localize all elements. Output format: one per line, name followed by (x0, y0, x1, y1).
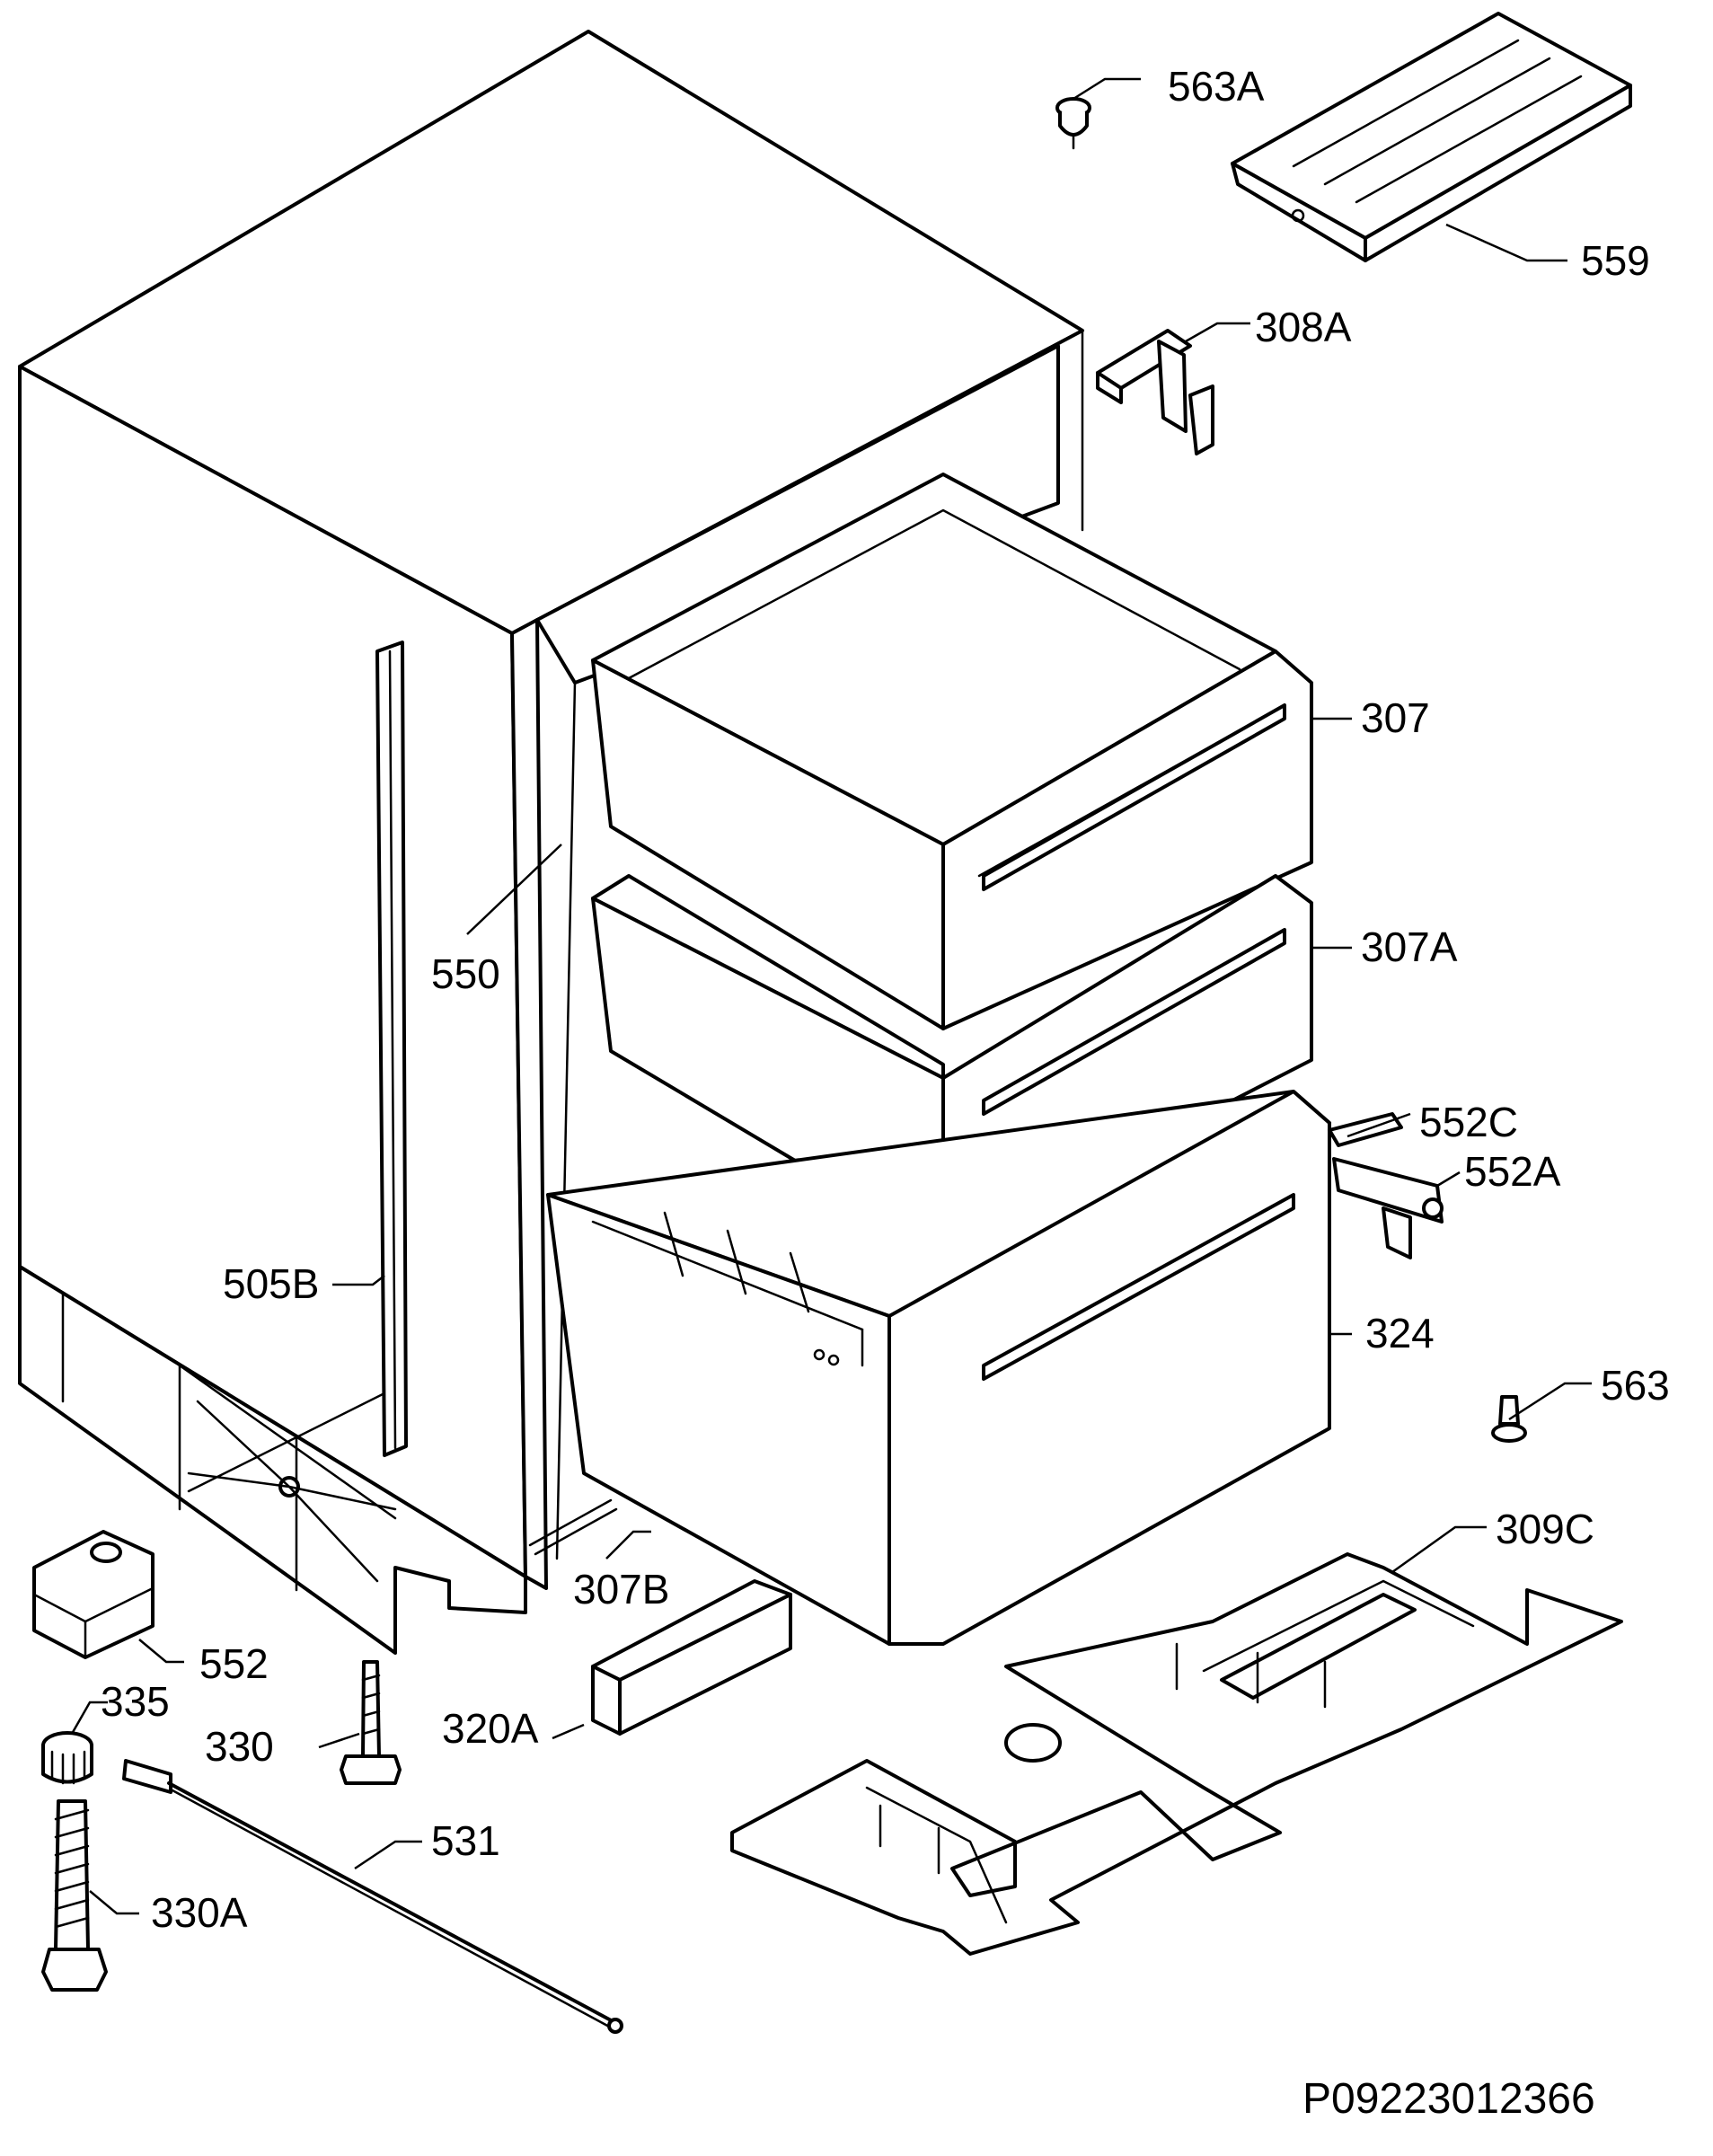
label-307b: 307B (573, 1566, 669, 1613)
base-tray-309c (730, 1552, 1623, 1956)
screw-563 (1491, 1395, 1527, 1443)
label-552: 552 (199, 1640, 269, 1687)
label-330: 330 (205, 1723, 274, 1770)
upper-drawer-307 (591, 473, 1313, 1030)
label-324: 324 (1365, 1310, 1435, 1356)
cabinet-body (18, 30, 1084, 1655)
hinge-bracket-308a (1096, 329, 1214, 455)
plug-563a (1055, 97, 1091, 150)
label-330a: 330A (151, 1889, 248, 1936)
label-308a: 308A (1255, 304, 1352, 350)
drawer-runner-307b (528, 1498, 618, 1556)
label-563a: 563A (1168, 63, 1265, 110)
lower-drawer-324 (546, 1090, 1331, 1646)
adjustable-foot-330 (340, 1660, 402, 1785)
label-320a: 320A (442, 1705, 539, 1752)
label-307a: 307A (1361, 923, 1458, 970)
rail-bracket-552a (1332, 1157, 1444, 1259)
label-505b: 505B (223, 1260, 319, 1307)
ice-tray-559 (1231, 12, 1632, 262)
door-seal-strip-505b (375, 641, 408, 1457)
label-552a: 552A (1464, 1148, 1561, 1195)
label-309c: 309C (1496, 1506, 1594, 1552)
label-531: 531 (431, 1817, 500, 1864)
label-335: 335 (101, 1678, 170, 1725)
label-550: 550 (431, 950, 500, 997)
label-552c: 552C (1419, 1099, 1518, 1145)
nut-335 (41, 1731, 93, 1785)
label-563: 563 (1601, 1362, 1670, 1409)
part-labels: 563A 559 308A 307 307A 550 552C 552A 505… (101, 63, 1670, 2123)
leveling-foot-330a (41, 1799, 108, 1992)
adjustment-rod-531 (122, 1759, 623, 2034)
kick-strip-320a (591, 1579, 792, 1736)
label-307: 307 (1361, 694, 1430, 741)
leader-lines (70, 77, 1592, 1915)
foot-bracket-552 (32, 1530, 155, 1659)
drawing-code: P09223012366 (1302, 2075, 1595, 2123)
label-559: 559 (1581, 237, 1650, 284)
